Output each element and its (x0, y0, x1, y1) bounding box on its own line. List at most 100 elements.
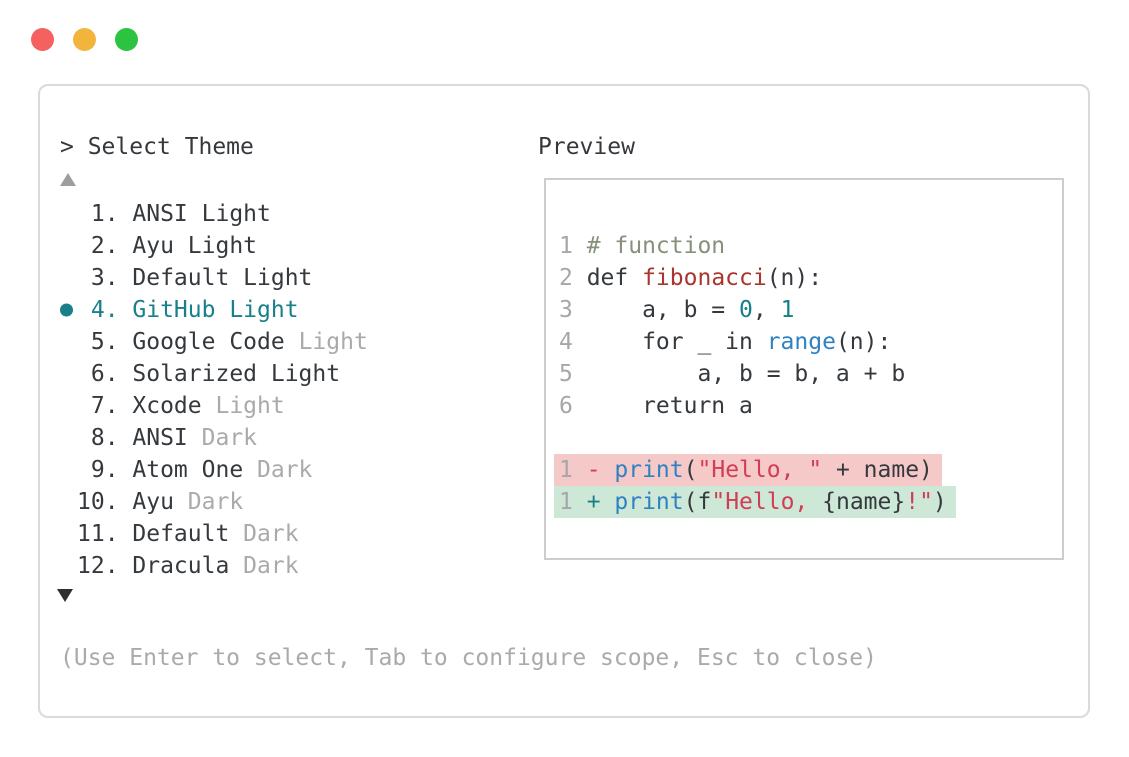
theme-number-separator: . (104, 393, 133, 419)
theme-variant: Light (201, 201, 271, 227)
theme-list-item[interactable]: 8. ANSI Dark (60, 422, 368, 454)
line-number: 1 (559, 233, 573, 259)
window-controls (31, 28, 138, 51)
scroll-down-icon[interactable] (57, 589, 73, 602)
theme-name: Google Code (132, 329, 285, 355)
theme-name: Atom One (132, 457, 244, 483)
code-line (559, 422, 587, 454)
theme-number-separator: . (104, 233, 133, 259)
prompt-symbol: > (60, 134, 74, 160)
theme-name: Default (132, 521, 230, 547)
theme-list-item[interactable]: 4. GitHub Light (60, 294, 368, 326)
theme-number: 5 (90, 329, 105, 355)
theme-number: 6 (90, 361, 105, 387)
theme-name: Solarized (132, 361, 258, 387)
theme-number: 2 (90, 233, 105, 259)
line-number: 1 (559, 457, 573, 483)
line-number: 2 (559, 265, 573, 291)
theme-number-separator: . (104, 201, 133, 227)
theme-list-item[interactable]: 1. ANSI Light (60, 198, 368, 230)
theme-variant: Dark (187, 489, 244, 515)
code-tokens: a, b = b, a + b (586, 361, 906, 387)
window-close-button[interactable] (31, 28, 54, 51)
theme-number: 12 (77, 553, 105, 579)
selected-bullet-icon (60, 303, 73, 317)
preview-label: Preview (538, 134, 635, 160)
theme-list-item[interactable]: 6. Solarized Light (60, 358, 368, 390)
theme-list-item[interactable]: 10. Ayu Dark (60, 486, 368, 518)
theme-name: GitHub (132, 297, 216, 323)
theme-number: 10 (77, 489, 105, 515)
code-tokens: + print(f"Hello, {name}!") (586, 489, 947, 515)
theme-list-item[interactable]: 5. Google Code Light (60, 326, 368, 358)
code-line: 3 a, b = 0, 1 (559, 294, 794, 326)
theme-name: Ayu (132, 233, 174, 259)
line-number: 4 (559, 329, 573, 355)
preview-pane: 1 # function 2 def fibonacci(n): 3 a, b = … (544, 178, 1064, 560)
theme-name: ANSI (132, 201, 188, 227)
theme-number-separator: . (104, 329, 133, 355)
theme-number: 11 (77, 521, 105, 547)
theme-number: 7 (90, 393, 105, 419)
prompt-title: Select Theme (87, 134, 254, 160)
theme-list-item[interactable]: 11. Default Dark (60, 518, 368, 550)
code-line: 1 # function (559, 230, 725, 262)
window-zoom-button[interactable] (115, 28, 138, 51)
line-number: 1 (559, 489, 573, 515)
footer-hint: (Use Enter to select, Tab to configure s… (60, 645, 877, 671)
theme-number-separator: . (104, 521, 133, 547)
theme-list-item[interactable]: 12. Dracula Dark (60, 550, 368, 582)
theme-number-separator: . (104, 297, 133, 323)
line-number: 5 (559, 361, 573, 387)
code-line: 6 return a (559, 390, 753, 422)
theme-number: 1 (90, 201, 105, 227)
theme-name: Dracula (132, 553, 230, 579)
theme-list-item[interactable]: 2. Ayu Light (60, 230, 368, 262)
theme-list-item[interactable]: 3. Default Light (60, 262, 368, 294)
theme-number-separator: . (104, 361, 133, 387)
code-tokens: def fibonacci(n): (586, 265, 823, 291)
theme-variant: Light (243, 265, 313, 291)
theme-variant: Light (298, 329, 368, 355)
theme-variant: Dark (201, 425, 258, 451)
theme-number-separator: . (104, 489, 133, 515)
theme-variant: Light (270, 361, 341, 387)
line-number: 6 (559, 393, 573, 419)
theme-variant: Dark (243, 521, 299, 547)
theme-number: 4 (90, 297, 105, 323)
theme-list-item[interactable]: 7. Xcode Light (60, 390, 368, 422)
code-tokens: return a (586, 393, 753, 419)
window-minimize-button[interactable] (73, 28, 96, 51)
code-tokens: - print("Hello, " + name) (586, 457, 933, 483)
code-tokens: # function (586, 233, 726, 259)
theme-number: 3 (90, 265, 105, 291)
code-line: 5 a, b = b, a + b (559, 358, 905, 390)
theme-variant: Dark (243, 553, 299, 579)
select-theme-prompt: > Select Theme (60, 130, 254, 164)
theme-variant: Light (187, 233, 258, 259)
code-line: 1 - print("Hello, " + name) (554, 454, 942, 486)
theme-picker-panel: > Select Theme Preview 1. ANSI Light 2. Ay… (38, 84, 1090, 718)
theme-name: Default (132, 265, 230, 291)
code-line: 1 + print(f"Hello, {name}!") (554, 486, 956, 518)
theme-number-separator: . (104, 265, 133, 291)
theme-number: 9 (90, 457, 105, 483)
code-tokens: for _ in range(n): (586, 329, 892, 355)
theme-name: ANSI (132, 425, 188, 451)
theme-variant: Light (229, 297, 299, 323)
preview-code: 1 # function 2 def fibonacci(n): 3 a, b = … (554, 230, 1062, 518)
theme-number-separator: . (104, 425, 133, 451)
theme-number: 8 (90, 425, 105, 451)
theme-variant: Light (215, 393, 285, 419)
code-line: 2 def fibonacci(n): (559, 262, 822, 294)
theme-number-separator: . (104, 457, 133, 483)
code-line: 4 for _ in range(n): (559, 326, 891, 358)
scroll-up-icon[interactable] (60, 173, 76, 186)
theme-name: Xcode (132, 393, 202, 419)
theme-number-separator: . (104, 553, 133, 579)
theme-name: Ayu (132, 489, 174, 515)
line-number: 3 (559, 297, 573, 323)
code-tokens: a, b = 0, 1 (586, 297, 795, 323)
